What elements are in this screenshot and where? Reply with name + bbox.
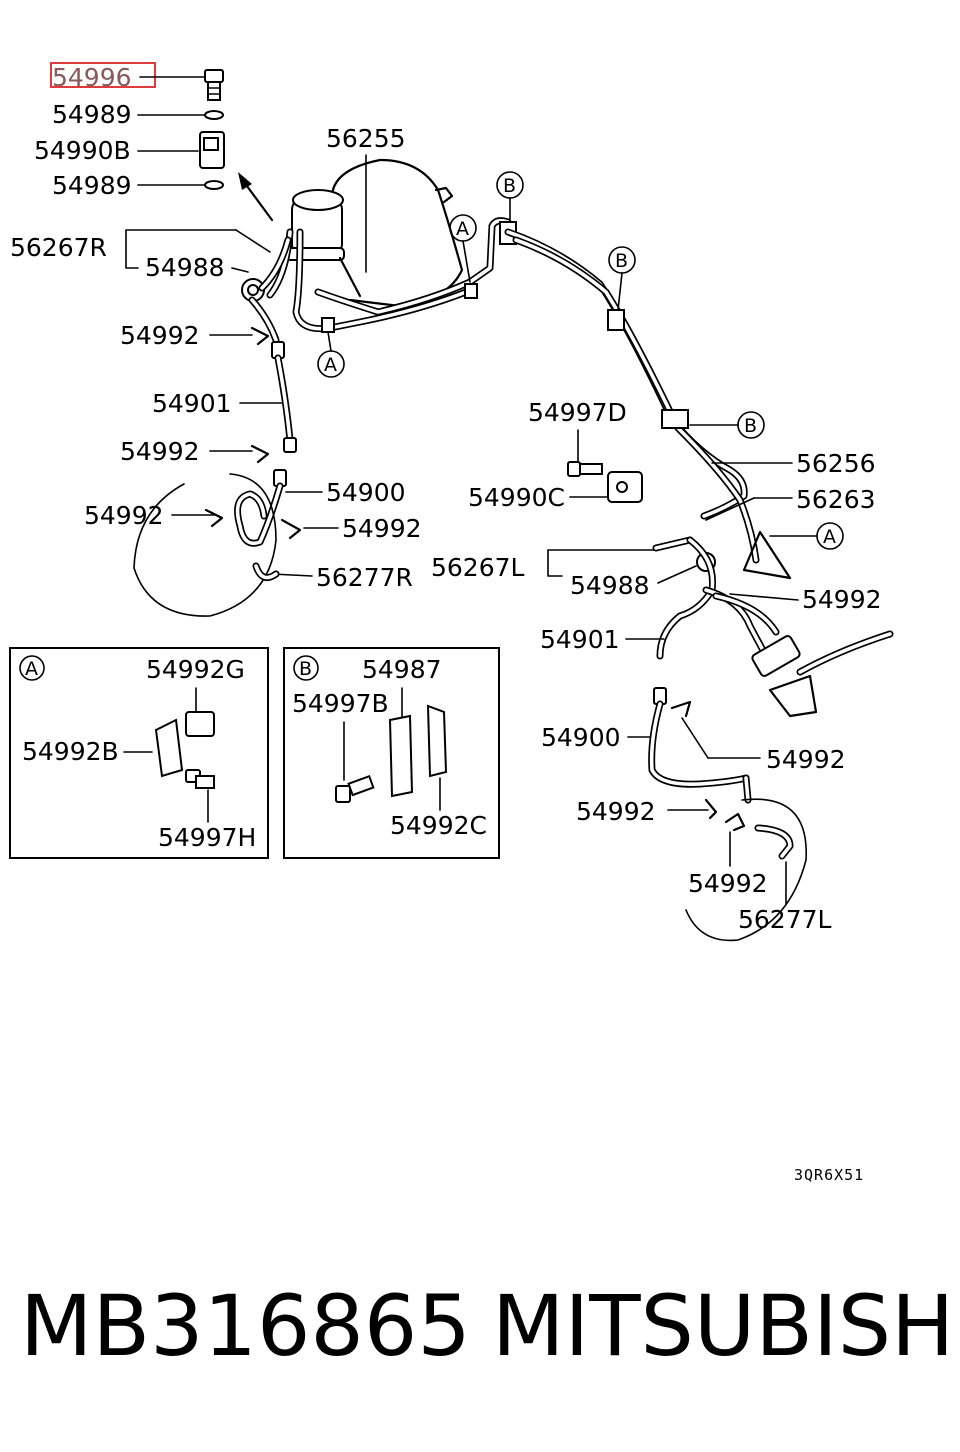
part-label-56277l[interactable]: 56277L xyxy=(738,905,832,934)
part-label-56267l[interactable]: 56267L xyxy=(431,553,525,582)
part-label-54901-right[interactable]: 54901 xyxy=(540,625,620,654)
part-label-54900-right[interactable]: 54900 xyxy=(541,723,621,752)
inset-a-label-54992g[interactable]: 54992G xyxy=(146,655,245,684)
part-label-56255[interactable]: 56255 xyxy=(326,124,406,153)
part-label-56256[interactable]: 56256 xyxy=(796,449,876,478)
drawing-code: 3QR6X51 xyxy=(794,1166,864,1184)
part-label-54992-wheel[interactable]: 54992 xyxy=(576,797,656,826)
part-label-56277r[interactable]: 56277R xyxy=(316,563,413,592)
part-label-54900-left[interactable]: 54900 xyxy=(326,478,406,507)
part-label-54990c[interactable]: 54990C xyxy=(468,483,565,512)
washer-part xyxy=(204,110,224,120)
inset-b-label-54997b[interactable]: 54997B xyxy=(292,689,389,718)
part-label-56267r[interactable]: 56267R xyxy=(10,233,107,262)
inset-a-ref: A xyxy=(25,658,38,680)
part-label-54997d[interactable]: 54997D xyxy=(528,398,627,427)
part-label-54992-mid-left[interactable]: 54992 xyxy=(120,437,200,466)
block-part-54990c xyxy=(607,471,643,503)
bolt-part-54997d xyxy=(567,461,603,477)
part-label-54988-left[interactable]: 54988 xyxy=(570,571,650,600)
part-number: MB316865 xyxy=(20,1277,471,1375)
svg-text:A: A xyxy=(324,354,337,376)
part-label-54989-top[interactable]: 54989 xyxy=(52,100,132,129)
part-label-54901-left[interactable]: 54901 xyxy=(152,389,232,418)
svg-text:A: A xyxy=(823,526,836,548)
svg-text:B: B xyxy=(615,250,628,272)
union-bolt-part xyxy=(204,69,224,101)
part-label-54988-right[interactable]: 54988 xyxy=(145,253,225,282)
part-label-54989-bottom[interactable]: 54989 xyxy=(52,171,132,200)
brake-booster-body xyxy=(285,158,464,308)
inset-b-label-54992c[interactable]: 54992C xyxy=(390,811,487,840)
selected-part-highlight xyxy=(50,62,156,88)
connector-block-part xyxy=(199,131,225,169)
wheel-outline-right xyxy=(685,798,807,942)
part-label-54992-upper-left[interactable]: 54992 xyxy=(120,321,200,350)
part-label-54990b[interactable]: 54990B xyxy=(34,136,131,165)
inset-a-panel: A 54992G 54992B 54997H xyxy=(9,647,269,859)
svg-text:B: B xyxy=(744,415,757,437)
inset-b-panel: B 54987 54997B 54992C xyxy=(283,647,500,859)
part-label-54992-wheel-low[interactable]: 54992 xyxy=(688,869,768,898)
svg-text:B: B xyxy=(503,175,516,197)
brand-name: MITSUBISHI xyxy=(492,1277,960,1375)
inset-b-ref: B xyxy=(299,658,312,680)
wheel-outline-left xyxy=(133,473,277,617)
svg-text:A: A xyxy=(456,218,469,240)
part-label-54992-right[interactable]: 54992 xyxy=(802,585,882,614)
inset-a-label-54997h[interactable]: 54997H xyxy=(158,823,256,852)
inset-b-label-54987[interactable]: 54987 xyxy=(362,655,442,684)
part-label-54992-lower-right[interactable]: 54992 xyxy=(766,745,846,774)
washer-part-2 xyxy=(204,180,224,190)
part-label-56263[interactable]: 56263 xyxy=(796,485,876,514)
part-label-54992-wheel-left[interactable]: 54992 xyxy=(84,501,164,530)
direction-arrow xyxy=(238,172,274,222)
inset-a-label-54992b[interactable]: 54992B xyxy=(22,737,119,766)
part-label-54992-wheel-right[interactable]: 54992 xyxy=(342,514,422,543)
part-label-54996[interactable]: 54996 xyxy=(52,63,132,92)
